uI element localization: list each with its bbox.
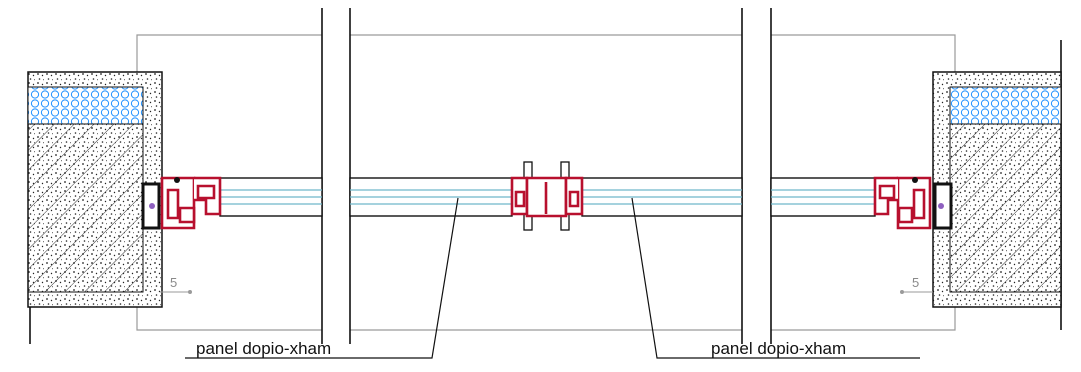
right-seal-dot	[912, 177, 918, 183]
left-anchor-screw	[149, 203, 155, 209]
dimension-left-label: 5	[170, 275, 177, 290]
glazing-center-right	[581, 177, 743, 217]
left-seal-dot	[174, 177, 180, 183]
right-anchor-screw	[938, 203, 944, 209]
right-wall-masonry	[949, 123, 1062, 293]
left-frame-profile	[160, 176, 222, 230]
vertical-reference-lines	[29, 8, 1062, 344]
glazing-right	[770, 177, 876, 217]
glazing-center-left	[349, 177, 513, 217]
left-wall	[27, 71, 163, 308]
dimension-right-label: 5	[912, 275, 919, 290]
dimension-right: 5	[900, 275, 933, 294]
central-mullion	[510, 161, 584, 231]
right-wall	[932, 71, 1062, 308]
leader-lines	[185, 197, 920, 359]
left-wall-masonry	[27, 123, 144, 293]
panel-label-right: panel dopio-xham	[711, 339, 846, 358]
right-wall-insulation	[949, 86, 1062, 125]
glazing-left	[219, 177, 323, 217]
panel-label-left: panel dopio-xham	[196, 339, 331, 358]
dimension-left: 5	[160, 275, 192, 294]
right-frame-profile	[873, 176, 932, 230]
outline-reference	[136, 34, 956, 331]
left-wall-insulation	[27, 86, 144, 125]
